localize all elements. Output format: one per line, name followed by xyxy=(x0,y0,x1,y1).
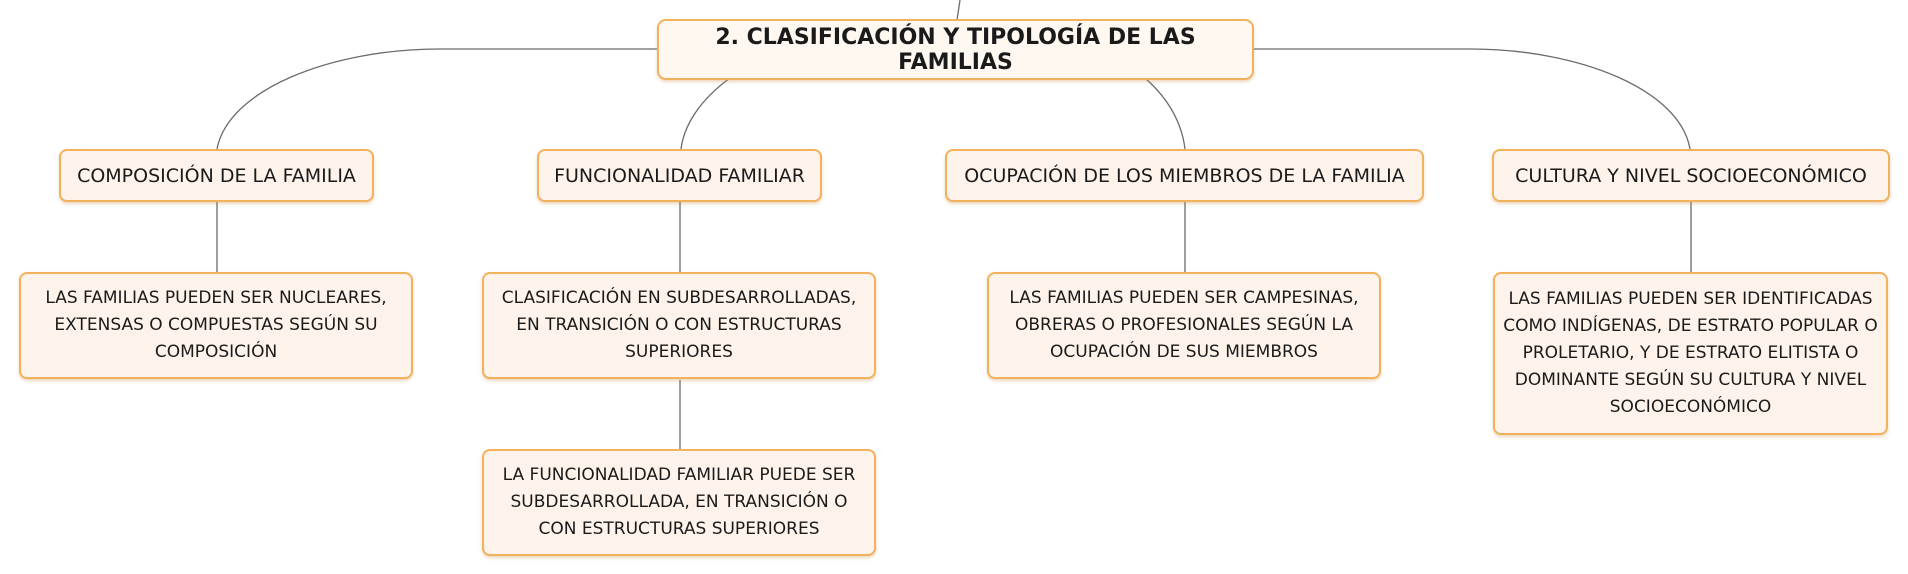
leaf-node-label: LA FUNCIONALIDAD FAMILIAR PUEDE SER SUBD… xyxy=(502,465,856,539)
branch-node-funcionalidad[interactable]: FUNCIONALIDAD FAMILIAR xyxy=(537,149,822,202)
branch-node-label: CULTURA Y NIVEL SOCIOECONÓMICO xyxy=(1515,164,1867,187)
connector-root-to-ocupacion xyxy=(1144,77,1186,150)
leaf-node-ocupacion[interactable]: LAS FAMILIAS PUEDEN SER CAMPESINAS, OBRE… xyxy=(987,272,1381,379)
branch-node-ocupacion[interactable]: OCUPACIÓN DE LOS MIEMBROS DE LA FAMILIA xyxy=(945,149,1424,202)
connector-parent-to-root xyxy=(956,0,961,21)
leaf-node-label: LAS FAMILIAS PUEDEN SER NUCLEARES, EXTEN… xyxy=(45,288,387,362)
leaf-node-cultura[interactable]: LAS FAMILIAS PUEDEN SER IDENTIFICADAS CO… xyxy=(1493,272,1888,435)
branch-node-composicion[interactable]: COMPOSICIÓN DE LA FAMILIA xyxy=(59,149,374,202)
connector-root-to-composicion xyxy=(216,48,659,150)
branch-node-label: COMPOSICIÓN DE LA FAMILIA xyxy=(77,164,356,187)
branch-node-label: FUNCIONALIDAD FAMILIAR xyxy=(554,164,805,187)
leaf-node-label: LAS FAMILIAS PUEDEN SER CAMPESINAS, OBRE… xyxy=(1009,288,1359,362)
leaf-node-composicion[interactable]: LAS FAMILIAS PUEDEN SER NUCLEARES, EXTEN… xyxy=(19,272,413,379)
branch-node-cultura[interactable]: CULTURA Y NIVEL SOCIOECONÓMICO xyxy=(1492,149,1890,202)
root-node-label: 2. CLASIFICACIÓN Y TIPOLOGÍA DE LAS FAMI… xyxy=(715,24,1196,75)
leaf-node-label: CLASIFICACIÓN EN SUBDESARROLLADAS, EN TR… xyxy=(501,288,857,362)
leaf-node-label: LAS FAMILIAS PUEDEN SER IDENTIFICADAS CO… xyxy=(1503,289,1878,417)
branch-node-label: OCUPACIÓN DE LOS MIEMBROS DE LA FAMILIA xyxy=(964,164,1405,187)
leaf-node-funcionalidad-clasificacion[interactable]: CLASIFICACIÓN EN SUBDESARROLLADAS, EN TR… xyxy=(482,272,876,379)
root-node[interactable]: 2. CLASIFICACIÓN Y TIPOLOGÍA DE LAS FAMI… xyxy=(657,19,1254,80)
leaf-node-funcionalidad-descripcion[interactable]: LA FUNCIONALIDAD FAMILIAR PUEDE SER SUBD… xyxy=(482,449,876,556)
connector-root-to-cultura xyxy=(1252,48,1691,150)
connector-root-to-funcionalidad xyxy=(680,77,731,150)
